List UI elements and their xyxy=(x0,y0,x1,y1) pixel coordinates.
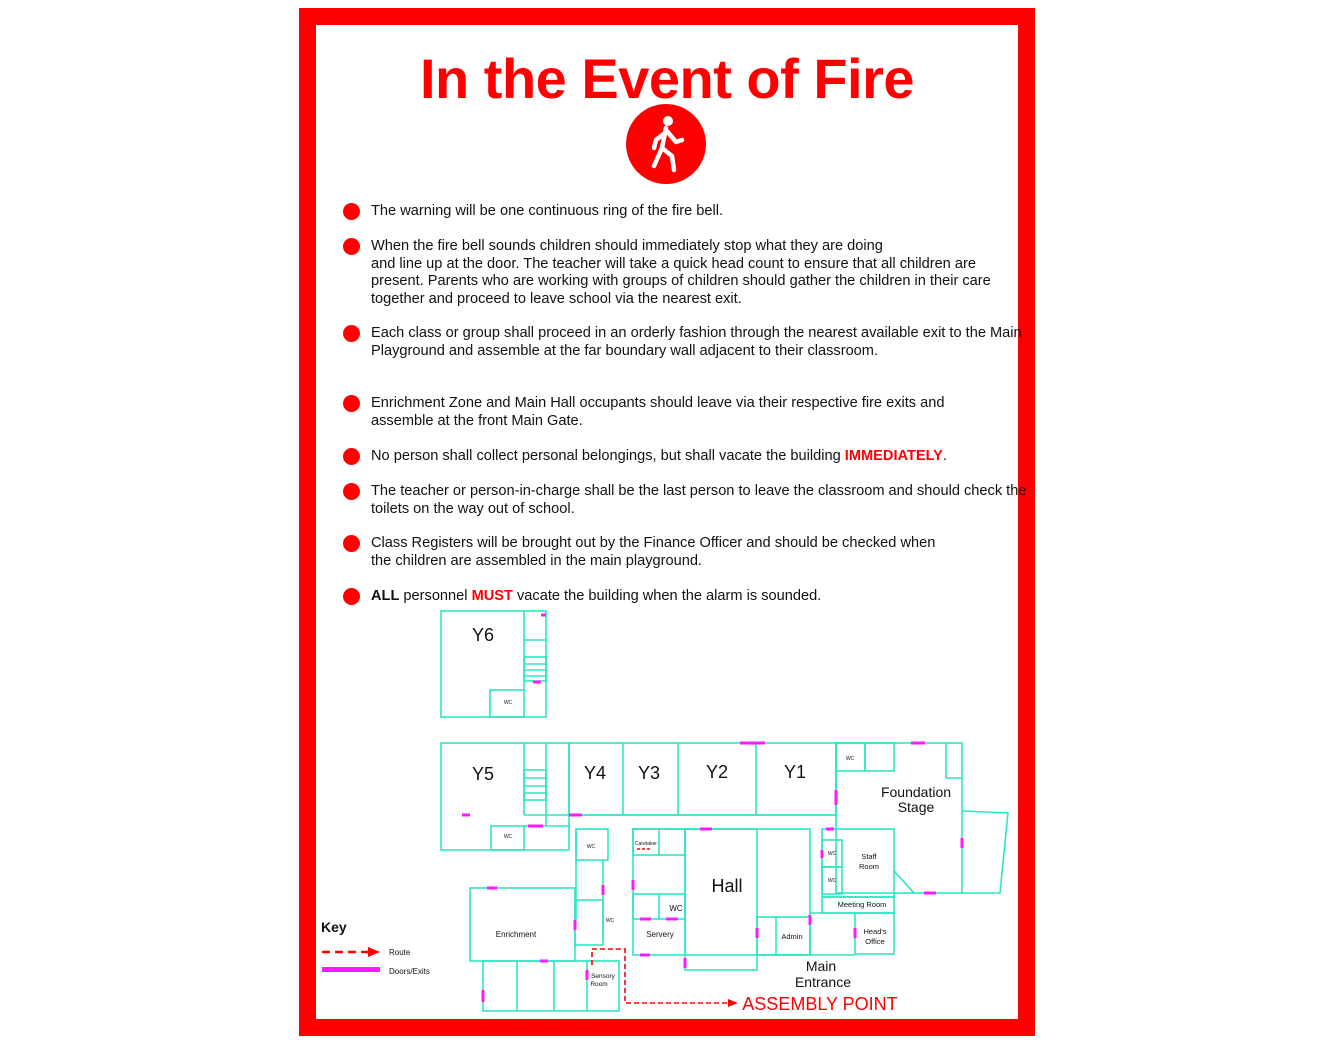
instruction-text: The warning will be one continuous ring … xyxy=(371,203,724,219)
assembly-point-label: ASSEMBLY POINT xyxy=(742,994,897,1014)
room-label: Room xyxy=(590,981,607,988)
instruction-item: Class Registers will be brought out by t… xyxy=(343,535,1031,570)
instruction-text: and line up at the door. The teacher wil… xyxy=(371,255,991,307)
room-label: Foundation xyxy=(881,784,951,800)
building-walls xyxy=(440,610,1009,1012)
instruction-text: The teacher or person-in-charge shall be… xyxy=(371,483,1027,517)
instruction-text: personnel xyxy=(399,588,472,604)
room-label: Y6 xyxy=(472,625,494,645)
route-arrow-icon xyxy=(368,947,380,957)
red-dot-bullet xyxy=(343,395,360,412)
room-label: Sensory xyxy=(591,973,616,980)
room-label: Hall xyxy=(711,876,742,896)
room-label: Meeting Room xyxy=(838,900,887,909)
room-label: Staff xyxy=(861,852,877,861)
room-label: Servery xyxy=(646,930,674,939)
wc-label: WC xyxy=(504,700,513,706)
instruction-item: No person shall collect personal belongi… xyxy=(343,448,1031,466)
red-dot-bullet xyxy=(343,448,360,465)
instruction-item: The warning will be one continuous ring … xyxy=(343,203,1031,221)
key-route-label: Route xyxy=(389,948,411,957)
emphasis-text: IMMEDIATELY xyxy=(844,448,943,464)
doors-exits xyxy=(462,613,964,1002)
instruction-item: Each class or group shall proceed in an … xyxy=(343,325,1031,360)
wc-label: WC xyxy=(504,834,513,840)
room-label: Y1 xyxy=(784,762,806,782)
wc-label: WC xyxy=(828,878,837,884)
room-label: Y5 xyxy=(472,764,494,784)
evacuation-route xyxy=(591,848,738,1007)
emphasis-text: MUST xyxy=(471,588,513,604)
instruction-text: the children are assembled in the main p… xyxy=(371,552,702,569)
instruction-item: When the fire bell sounds children shoul… xyxy=(343,238,1031,308)
emphasis-text: ALL xyxy=(371,588,400,604)
room-labels: Y6 Y5 Y4 Y3 Y2 Y1 Foundation Stage Hall … xyxy=(472,625,951,1014)
wc-label: WC xyxy=(587,844,596,850)
instruction-text: When the fire bell sounds children shoul… xyxy=(371,238,883,254)
instruction-text: Enrichment Zone and Main Hall occupants … xyxy=(371,395,945,411)
room-label: Admin xyxy=(781,932,802,941)
door-marker-icon xyxy=(322,967,380,972)
poster-title: In the Event of Fire xyxy=(419,47,915,110)
instruction-item: The teacher or person-in-charge shall be… xyxy=(343,483,1031,518)
instruction-text: vacate the building when the alarm is so… xyxy=(512,588,822,604)
wc-label: WC xyxy=(669,904,683,913)
room-label: Y3 xyxy=(638,763,660,783)
red-dot-bullet xyxy=(343,325,360,342)
key-title: Key xyxy=(321,919,347,935)
room-label: Office xyxy=(865,937,884,946)
room-label: Room xyxy=(859,862,879,871)
main-entrance-label: Entrance xyxy=(795,974,851,990)
instruction-text: No person shall collect personal belongi… xyxy=(371,448,845,464)
instruction-item: Enrichment Zone and Main Hall occupants … xyxy=(343,395,1031,430)
key-doors-label: Doors/Exits xyxy=(389,967,430,976)
instruction-item: ALL personnel MUST vacate the building w… xyxy=(343,588,1031,606)
instruction-text: . xyxy=(942,448,947,464)
main-entrance-label: Main xyxy=(806,958,836,974)
walking-person-icon xyxy=(626,104,706,184)
instruction-text: assemble at the front Main Gate. xyxy=(371,412,583,429)
red-dot-bullet xyxy=(343,483,360,500)
wc-label: WC xyxy=(828,851,837,857)
map-key: Key Route Doors/Exits xyxy=(321,919,430,976)
instruction-text: Class Registers will be brought out by t… xyxy=(371,535,936,551)
room-label: Caretaker xyxy=(635,841,657,847)
red-dot-bullet xyxy=(343,203,360,220)
red-dot-bullet xyxy=(343,535,360,552)
room-label: Head's xyxy=(863,927,886,936)
red-dot-bullet xyxy=(343,588,360,605)
room-label: Y2 xyxy=(706,762,728,782)
wc-label: WC xyxy=(606,918,615,924)
wc-label: WC xyxy=(846,756,855,762)
room-label: Y4 xyxy=(584,763,606,783)
red-dot-bullet xyxy=(343,238,360,255)
fire-notice-poster: In the Event of Fire The warning will be… xyxy=(299,8,1035,1036)
room-label: Stage xyxy=(898,799,935,815)
instruction-text: Each class or group shall proceed in an … xyxy=(371,325,1022,359)
room-label: Enrichment xyxy=(496,930,537,939)
